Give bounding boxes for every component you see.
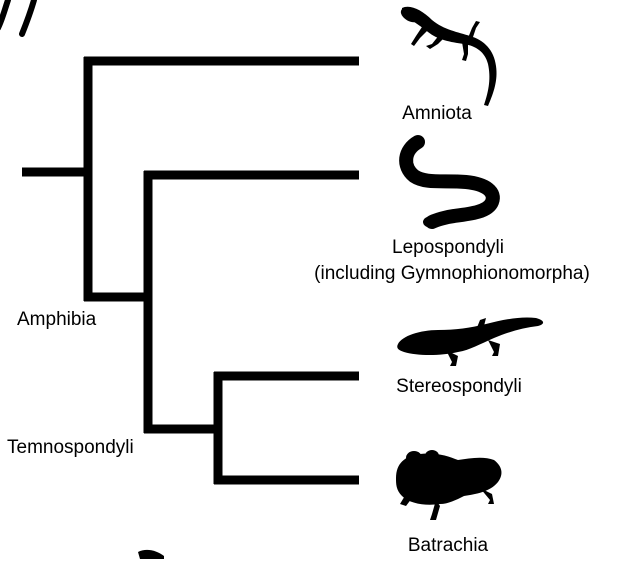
snake-like-lepospondyl-silhouette: [406, 142, 493, 228]
panel-letter-fragment: [0, 0, 34, 34]
clade-label-amphibia: Amphibia: [17, 309, 96, 331]
taxon-label-lepospondyli: Lepospondyli: [392, 237, 504, 259]
clade-label-temnospondyli: Temnospondyli: [7, 437, 134, 459]
stereospondyl-silhouette: [397, 317, 543, 366]
tree-branches: [22, 57, 359, 484]
taxon-label-stereospondyli: Stereospondyli: [396, 376, 522, 398]
taxon-label-amniota: Amniota: [402, 103, 472, 125]
lizard-silhouette: [398, 5, 496, 106]
frog-silhouette: [396, 450, 501, 520]
taxon-sublabel-lepospondyli: (including Gymnophionomorpha): [314, 263, 590, 285]
taxon-label-batrachia: Batrachia: [408, 535, 488, 557]
partial-silhouette-fragment: [138, 550, 164, 559]
